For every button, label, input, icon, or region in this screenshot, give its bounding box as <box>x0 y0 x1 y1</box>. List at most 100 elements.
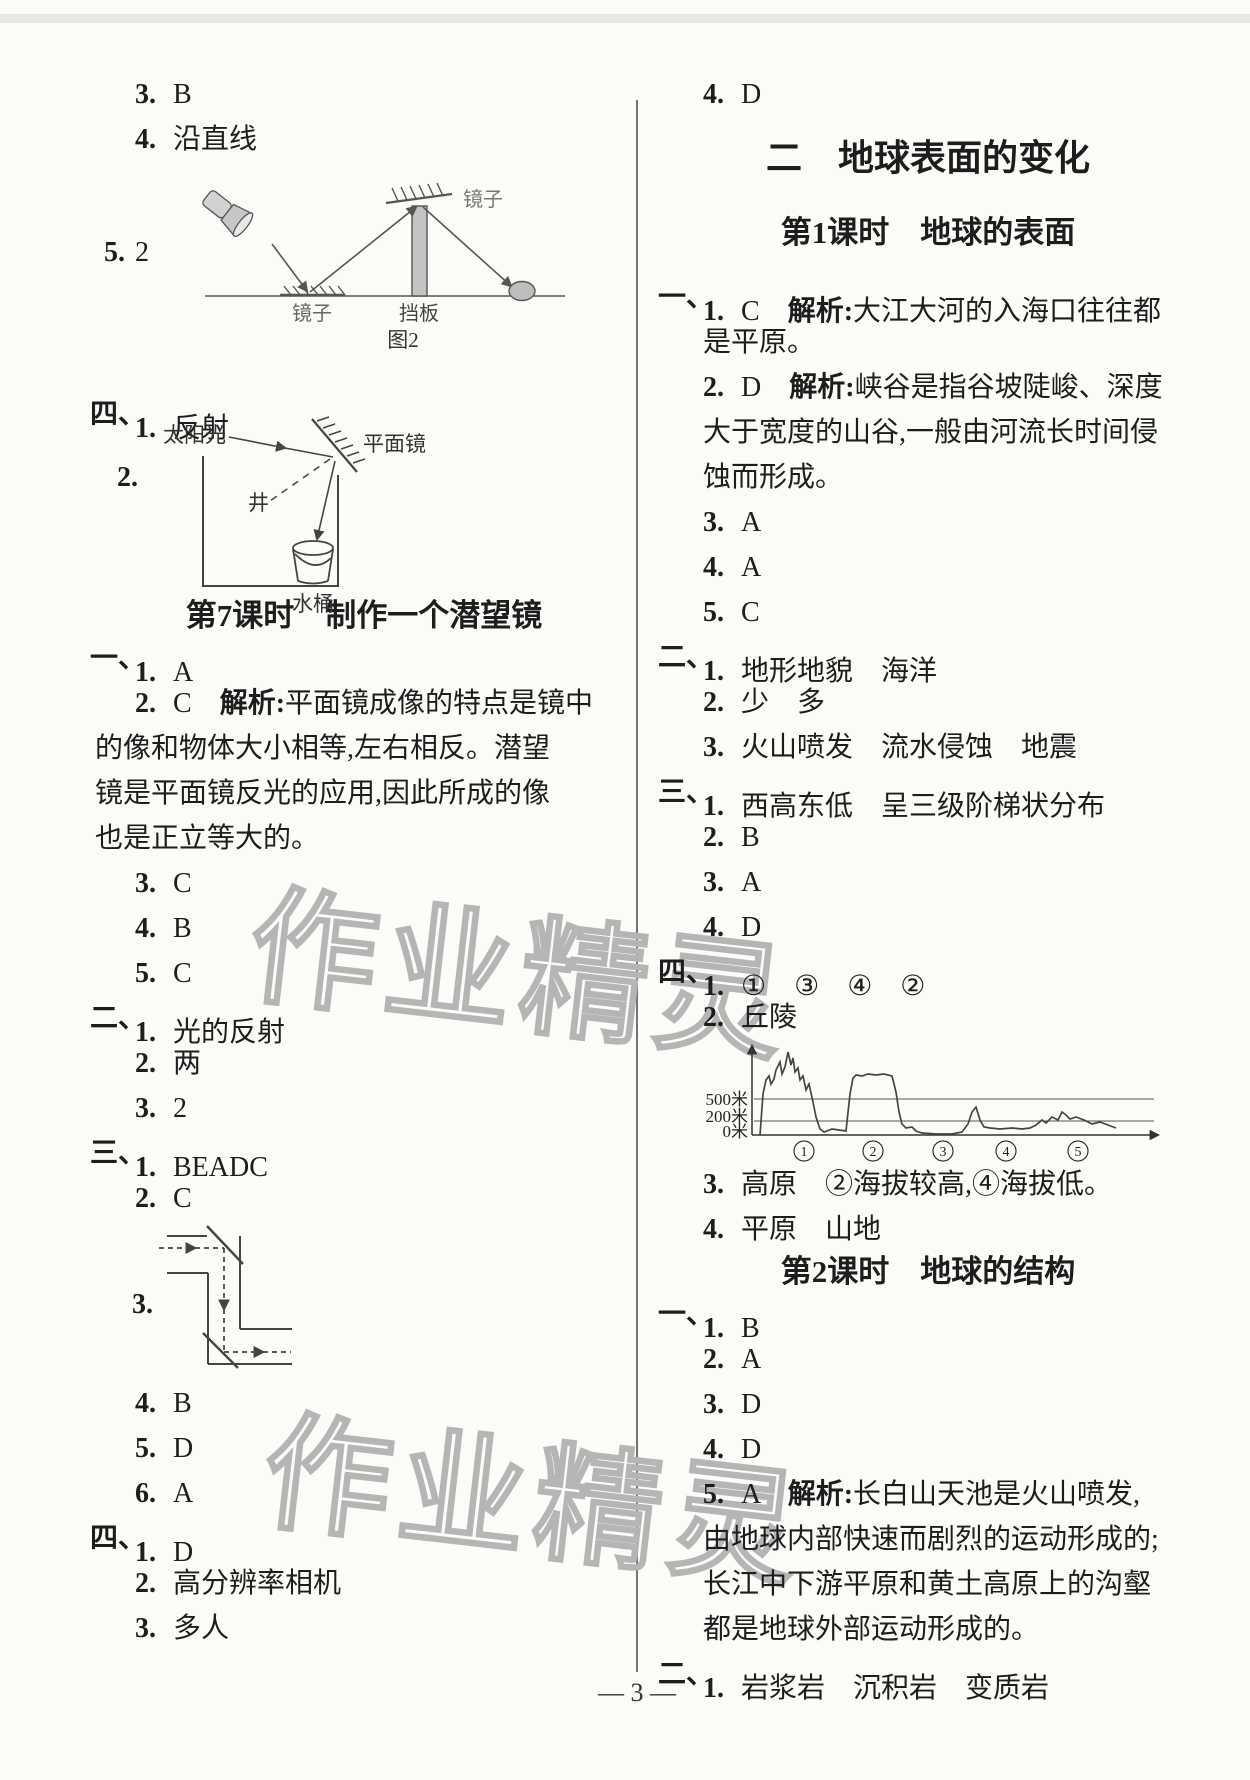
answer-text: B <box>741 822 760 853</box>
answer-line: 三、1.西高东低 呈三级阶梯状分布 <box>658 770 1198 822</box>
answer-text: 2 <box>135 237 149 268</box>
plane-mirror <box>311 416 366 473</box>
item-number: 1. <box>703 971 724 1002</box>
answer-text: A <box>173 1478 194 1509</box>
answer-text: C <box>173 1183 192 1214</box>
answer-line: 二、1.光的反射 <box>90 996 638 1048</box>
answer-line-wrap: 长江中下游平原和黄土高原上的沟壑 <box>658 1562 1198 1607</box>
answer-line: 4.A <box>658 545 1198 590</box>
answer-text: D <box>741 912 762 943</box>
answer-line: 6. A <box>90 1471 638 1516</box>
svg-text:1: 1 <box>801 1145 808 1160</box>
figure-reflection-mirrors: 5.2 <box>90 164 638 392</box>
item-number: 4. <box>135 913 156 944</box>
y-label-0: 0米 <box>723 1122 749 1141</box>
section-marker: 四、 <box>658 957 703 988</box>
svg-text:5: 5 <box>1075 1145 1082 1160</box>
answer-line-wrap: 的像和物体大小相等,左右相反。潜望 <box>90 726 638 771</box>
answer-line: 2. B <box>658 815 1198 860</box>
analysis-label: 解析: <box>787 1479 854 1510</box>
answer-line: 2. <box>117 455 148 500</box>
answer-text: 地形地貌 海洋 <box>741 656 938 687</box>
answer-line: 一、1.C 解析:大江大河的入海口往往都 <box>658 275 1198 327</box>
answer-text: 长江中下游平原和黄土高原上的沟壑 <box>703 1569 1152 1600</box>
svg-text:2: 2 <box>870 1145 877 1160</box>
answer-line-wrap: 蚀而形成。 <box>658 455 1198 500</box>
item-number: 1. <box>135 1152 156 1183</box>
item-number: 2. <box>703 822 724 853</box>
ground-mirror-label: 镜子 <box>292 302 332 325</box>
figure-caption: 图2 <box>387 328 419 352</box>
answer-line-wrap: 也是正立等大的。 <box>90 816 638 861</box>
lesson-heading: 第7课时 制作一个潜望镜 <box>185 598 543 633</box>
item-number: 6. <box>135 1478 156 1509</box>
item-number: 2. <box>135 1568 156 1599</box>
answer-line: 3.2 <box>90 1086 638 1131</box>
answer-line: 四、1.反射 <box>90 392 638 444</box>
answer-line: 4.平原 山地 <box>658 1207 1198 1252</box>
answer-text: C <box>173 868 192 899</box>
answer-text: B <box>173 1388 192 1419</box>
answer-line: 4. D <box>658 905 1198 950</box>
answer-text: D <box>741 1434 762 1465</box>
answer-text: 也是正立等大的。 <box>95 823 320 854</box>
answer-text: 2 <box>173 1093 187 1124</box>
answer-text: B <box>173 913 192 944</box>
ball <box>508 280 536 302</box>
y-label-200: 200米 <box>706 1107 749 1126</box>
answer-line: 二、1.地形地貌 海洋 <box>658 635 1198 687</box>
section-marker: 二、 <box>90 1003 135 1034</box>
item-number: 4. <box>703 912 724 943</box>
item-number: 1. <box>703 296 724 327</box>
item-number: 4. <box>703 1434 724 1465</box>
answer-text: D <box>741 372 790 403</box>
answer-text: A <box>741 867 762 898</box>
answer-line-wrap: 都是地球外部运动形成的。 <box>658 1607 1198 1652</box>
barrier-board <box>411 205 428 297</box>
section-marker: 四、 <box>90 1523 135 1554</box>
answer-group: 一、1.A2.C 解析:平面镜成像的特点是镜中的像和物体大小相等,左右相反。潜望… <box>90 636 638 1221</box>
answer-text: 平原 山地 <box>741 1214 882 1245</box>
answer-text: 岩浆岩 沉积岩 变质岩 <box>741 1673 1050 1704</box>
section-marker: 一、 <box>658 282 703 313</box>
answer-line: 5.C <box>658 590 1198 635</box>
lesson-heading: 第2课时 地球的结构 <box>780 1254 1076 1289</box>
figure-periscope: 3. <box>90 1221 638 1371</box>
answer-line-wrap: 是平原。 <box>658 320 1198 365</box>
answer-text: B <box>173 79 192 110</box>
item-number: 3. <box>135 868 156 899</box>
answer-line: 3. <box>132 1282 163 1327</box>
answer-text: 峡谷是指谷坡陡峻、深度 <box>854 372 1163 403</box>
answer-line: 四、1.D <box>90 1516 638 1568</box>
item-number: 3. <box>135 1613 156 1644</box>
section-marker: 二、 <box>658 642 703 673</box>
answer-line: 一、1.B <box>658 1292 1198 1344</box>
answer-text: ① ③ ④ ② <box>741 971 926 1002</box>
answer-text: 的像和物体大小相等,左右相反。潜望 <box>95 733 551 764</box>
item-number: 1. <box>135 413 156 444</box>
analysis-label: 解析: <box>787 296 854 327</box>
periscope-light-rays <box>159 1242 291 1358</box>
answer-text: 少 多 <box>741 687 826 718</box>
item-number: 4. <box>135 1388 156 1419</box>
item-number: 2. <box>135 688 156 719</box>
answer-text: A <box>741 1479 788 1510</box>
answer-text: 火山喷发 流水侵蚀 地震 <box>741 732 1078 763</box>
answer-text: B <box>741 1313 760 1344</box>
answer-text: 西高东低 呈三级阶梯状分布 <box>741 791 1106 822</box>
svg-text:4: 4 <box>1003 1145 1010 1160</box>
answer-line-wrap: 镜是平面镜反光的应用,因此所成的像 <box>90 771 638 816</box>
answer-text: 大于宽度的山谷,一般由河流长时间侵 <box>703 417 1159 448</box>
answer-line: 2.C 解析:平面镜成像的特点是镜中 <box>90 681 638 726</box>
scan-top-edge <box>0 14 1250 23</box>
answer-line: 5.C <box>90 951 638 996</box>
analysis-label: 解析: <box>789 372 855 403</box>
answer-group: 3.高原 ②海拔较高,④海拔低。4.平原 山地 <box>658 1162 1198 1252</box>
sunlight-label: 太阳光 <box>163 423 226 447</box>
answer-line: 2.C <box>90 1176 638 1221</box>
answer-text: 光的反射 <box>173 1017 286 1048</box>
answer-line: 5.2 <box>104 230 149 275</box>
mirror-label: 平面镜 <box>363 432 425 456</box>
